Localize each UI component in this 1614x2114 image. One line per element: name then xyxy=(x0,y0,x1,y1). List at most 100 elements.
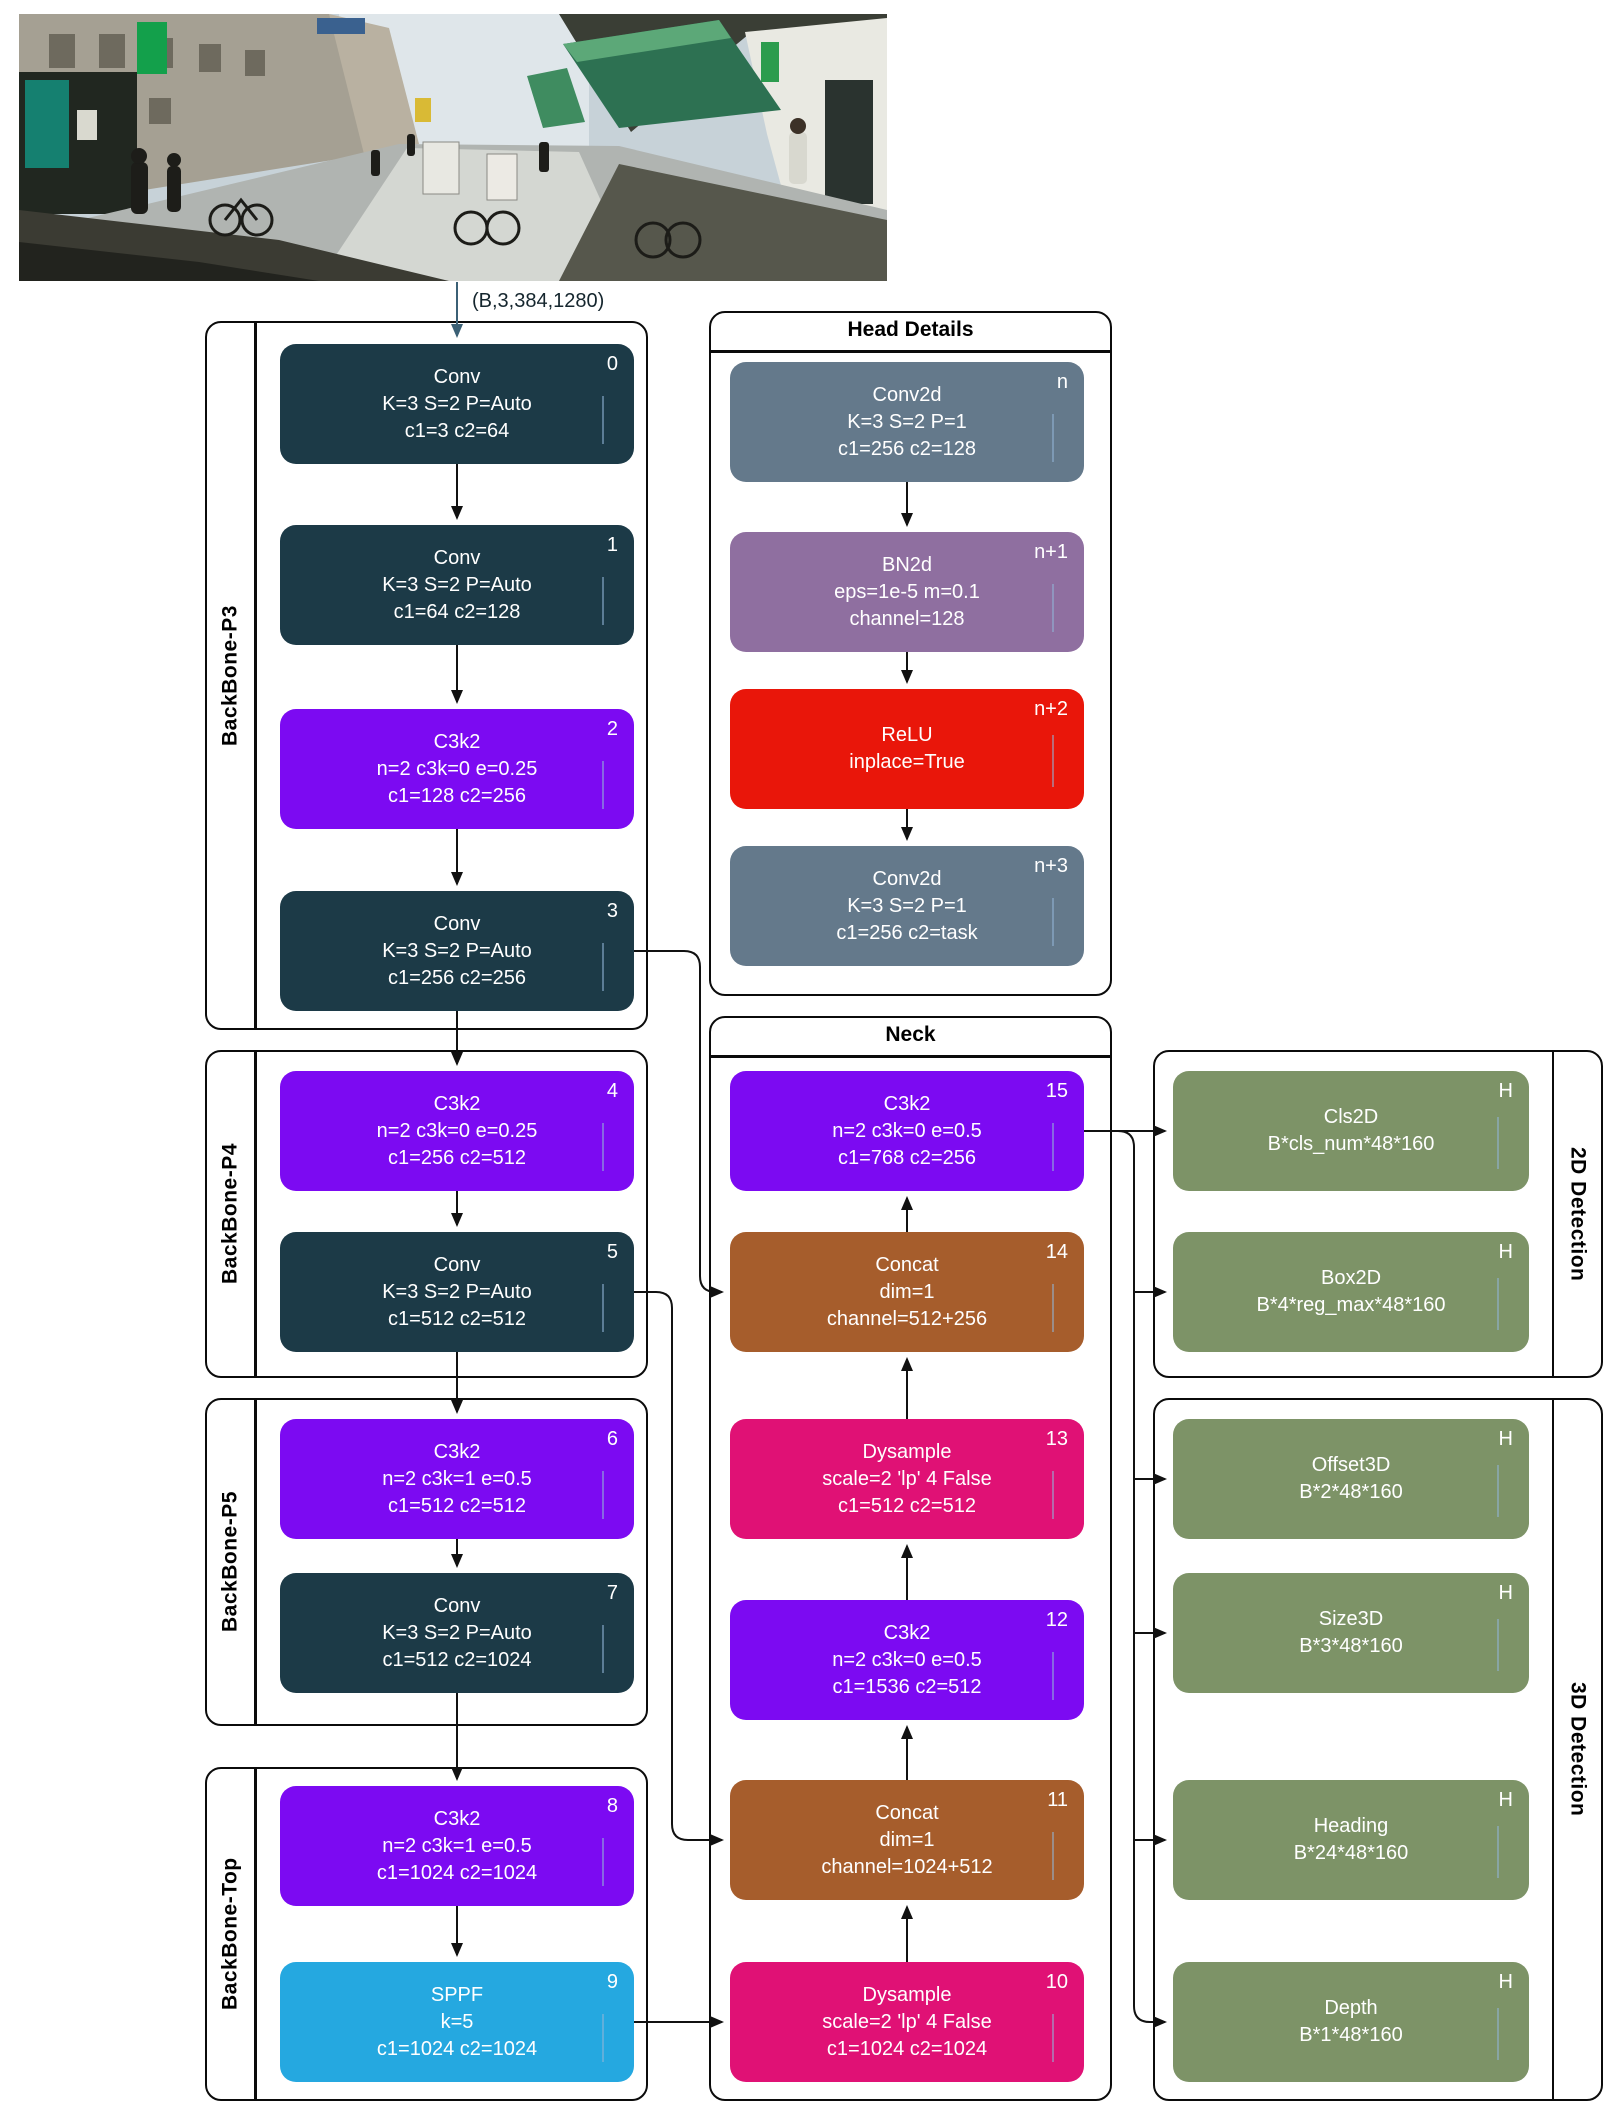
block-param: B*4*reg_max*48*160 xyxy=(1256,1294,1446,1316)
block-index: 2 xyxy=(606,718,618,740)
block-title: Depth xyxy=(1324,1997,1378,2019)
block-index: 9 xyxy=(606,1971,618,1993)
block-param: eps=1e-5 m=0.1 xyxy=(834,580,980,603)
input-shape-label: (B,3,384,1280) xyxy=(472,290,605,312)
block-head-bn2d: n+1 BN2d eps=1e-5 m=0.1 channel=128 xyxy=(730,532,1084,652)
block-index: 10 xyxy=(1045,1971,1068,1993)
block-title: C3k2 xyxy=(433,730,481,753)
block-param: c1=1024 c2=1024 xyxy=(376,1861,538,1884)
index-separator xyxy=(602,943,604,991)
block-c3k2-8: 8 C3k2 n=2 c3k=1 e=0.5 c1=1024 c2=1024 xyxy=(280,1786,634,1906)
block-offset3d: H Offset3D B*2*48*160 xyxy=(1173,1419,1529,1539)
block-index: H xyxy=(1498,1080,1513,1102)
block-head-conv2d-n3: n+3 Conv2d K=3 S=2 P=1 c1=256 c2=task xyxy=(730,846,1084,966)
block-param: c1=256 c2=128 xyxy=(838,437,976,460)
block-param: c1=256 c2=256 xyxy=(388,966,526,989)
block-param: dim=1 xyxy=(879,1280,935,1303)
index-separator xyxy=(602,1284,604,1332)
group-divider xyxy=(254,1769,257,2099)
index-separator xyxy=(1052,898,1054,946)
block-size3d: H Size3D B*3*48*160 xyxy=(1173,1573,1529,1693)
group-divider xyxy=(1551,1400,1554,2099)
edge-b15-depth-trunk xyxy=(1084,1130,1167,2028)
block-conv-3: 3 Conv K=3 S=2 P=Auto c1=256 c2=256 xyxy=(280,891,634,1011)
index-separator xyxy=(1497,1278,1499,1330)
block-param: K=3 S=2 P=1 xyxy=(847,410,967,433)
block-index: 4 xyxy=(606,1080,618,1102)
index-separator xyxy=(602,761,604,809)
index-separator xyxy=(1052,2014,1054,2062)
block-param: c1=512 c2=512 xyxy=(388,1494,526,1517)
block-title: Conv xyxy=(433,365,481,388)
index-separator xyxy=(1052,1652,1054,1700)
index-separator xyxy=(602,1838,604,1886)
block-param: c1=512 c2=512 xyxy=(388,1307,526,1330)
block-title: C3k2 xyxy=(883,1621,931,1644)
block-concat-11: 11 Concat dim=1 channel=1024+512 xyxy=(730,1780,1084,1900)
index-separator xyxy=(1497,1619,1499,1671)
block-title: Conv xyxy=(433,1253,481,1276)
block-conv-0: 0 Conv K=3 S=2 P=Auto c1=3 c2=64 xyxy=(280,344,634,464)
index-separator xyxy=(1497,1826,1499,1878)
block-param: B*cls_num*48*160 xyxy=(1267,1133,1435,1155)
index-separator xyxy=(1497,1465,1499,1517)
block-cls2d: H Cls2D B*cls_num*48*160 xyxy=(1173,1071,1529,1191)
block-index: 5 xyxy=(606,1241,618,1263)
block-param: n=2 c3k=1 e=0.5 xyxy=(382,1467,532,1490)
index-separator xyxy=(602,1625,604,1673)
photo-pedestrians xyxy=(131,118,807,214)
block-dysample-10: 10 Dysample scale=2 'lp' 4 False c1=1024… xyxy=(730,1962,1084,2082)
block-param: B*1*48*160 xyxy=(1299,2024,1403,2046)
index-separator xyxy=(602,1123,604,1171)
block-param: dim=1 xyxy=(879,1828,935,1851)
block-c3k2-4: 4 C3k2 n=2 c3k=0 e=0.25 c1=256 c2=512 xyxy=(280,1071,634,1191)
index-separator xyxy=(1052,414,1054,462)
block-box2d: H Box2D B*4*reg_max*48*160 xyxy=(1173,1232,1529,1352)
block-param: c1=128 c2=256 xyxy=(388,784,526,807)
group-divider xyxy=(254,1052,257,1376)
block-param: K=3 S=2 P=Auto xyxy=(382,573,532,596)
block-param: K=3 S=2 P=Auto xyxy=(382,939,532,962)
block-param: c1=3 c2=64 xyxy=(404,419,510,442)
block-c3k2-15: 15 C3k2 n=2 c3k=0 e=0.5 c1=768 c2=256 xyxy=(730,1071,1084,1191)
index-separator xyxy=(1052,735,1054,787)
block-heading: H Heading B*24*48*160 xyxy=(1173,1780,1529,1900)
index-separator xyxy=(1052,1123,1054,1171)
block-index: 11 xyxy=(1047,1789,1068,1811)
index-separator xyxy=(1052,1471,1054,1519)
block-title: Conv2d xyxy=(872,867,942,890)
block-index: H xyxy=(1498,1789,1513,1811)
block-c3k2-2: 2 C3k2 n=2 c3k=0 e=0.25 c1=128 c2=256 xyxy=(280,709,634,829)
block-c3k2-12: 12 C3k2 n=2 c3k=0 e=0.5 c1=1536 c2=512 xyxy=(730,1600,1084,1720)
index-separator xyxy=(1497,2008,1499,2060)
block-index: 0 xyxy=(606,353,618,375)
block-index: n+1 xyxy=(1034,541,1068,563)
block-title: Concat xyxy=(875,1253,939,1276)
index-separator xyxy=(1497,1117,1499,1169)
block-conv-1: 1 Conv K=3 S=2 P=Auto c1=64 c2=128 xyxy=(280,525,634,645)
index-separator xyxy=(602,1471,604,1519)
block-param: B*2*48*160 xyxy=(1299,1481,1403,1503)
group-label-head-details: Head Details xyxy=(847,318,974,341)
index-separator xyxy=(1052,1284,1054,1332)
block-param: n=2 c3k=0 e=0.25 xyxy=(376,1119,538,1142)
block-conv-5: 5 Conv K=3 S=2 P=Auto c1=512 c2=512 xyxy=(280,1232,634,1352)
block-param: c1=64 c2=128 xyxy=(393,600,521,623)
block-dysample-13: 13 Dysample scale=2 'lp' 4 False c1=512 … xyxy=(730,1419,1084,1539)
group-divider xyxy=(254,1400,257,1724)
block-index: n+3 xyxy=(1034,855,1068,877)
block-index: 14 xyxy=(1045,1241,1068,1263)
street-scene-image xyxy=(19,14,887,281)
block-title: Dysample xyxy=(862,1440,952,1463)
block-title: Dysample xyxy=(862,1983,952,2006)
block-head-relu: n+2 ReLU inplace=True xyxy=(730,689,1084,809)
block-param: c1=1024 c2=1024 xyxy=(826,2037,988,2060)
index-separator xyxy=(1052,1832,1054,1880)
block-param: c1=512 c2=1024 xyxy=(382,1648,532,1671)
block-conv-7: 7 Conv K=3 S=2 P=Auto c1=512 c2=1024 xyxy=(280,1573,634,1693)
block-index: 15 xyxy=(1045,1080,1068,1102)
block-param: c1=1536 c2=512 xyxy=(832,1675,982,1698)
edge-b5-b11 xyxy=(634,1291,724,1846)
group-label-3d-detection: 3D Detection xyxy=(1566,1682,1590,1817)
